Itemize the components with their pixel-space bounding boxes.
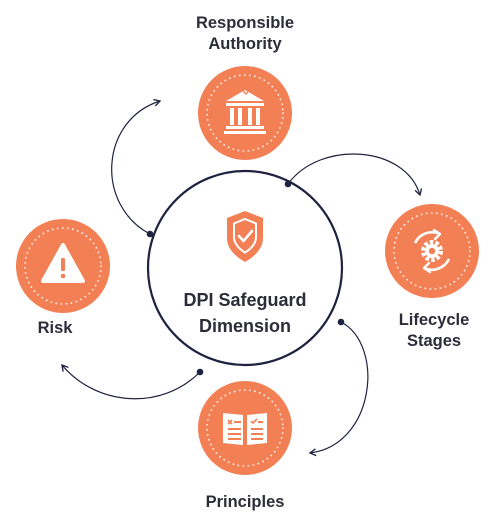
center-title-line1: DPI Safeguard — [183, 290, 307, 310]
principles-label-line1: Principles — [205, 493, 285, 511]
principles-node — [198, 381, 292, 475]
lifecycle-label-line2: Stages — [406, 332, 462, 350]
risk-node — [16, 219, 110, 313]
risk-label-line1: Risk — [37, 319, 73, 337]
connector-dots — [146, 180, 345, 376]
center-title-line2: Dimension — [198, 316, 291, 336]
shield-check-icon — [227, 211, 263, 262]
center-ring — [146, 169, 344, 367]
lifecycle-node — [385, 204, 479, 298]
authority-label-line1: Responsible — [195, 14, 295, 32]
open-book-checklist-icon — [223, 413, 267, 445]
principles-label: Principles — [160, 492, 330, 513]
arrow-risk-to-authority — [111, 98, 162, 235]
arrow-center-to-risk — [61, 363, 201, 400]
gear-cycle-icon — [413, 228, 451, 274]
authority-label-line2: Authority — [208, 35, 282, 53]
connector-arrows — [61, 98, 423, 457]
risk-label: Risk — [10, 318, 100, 339]
authority-label: Responsible Authority — [160, 13, 330, 55]
warning-triangle-icon — [41, 243, 85, 283]
lifecycle-label: Lifecycle Stages — [382, 310, 486, 352]
lifecycle-label-line1: Lifecycle — [398, 311, 470, 329]
arrow-center-to-principles — [308, 321, 369, 457]
authority-node — [198, 66, 292, 160]
bank-building-icon — [224, 90, 266, 134]
center-title: DPI Safeguard Dimension — [165, 287, 325, 339]
arrow-center-to-lifecycle — [287, 153, 423, 197]
